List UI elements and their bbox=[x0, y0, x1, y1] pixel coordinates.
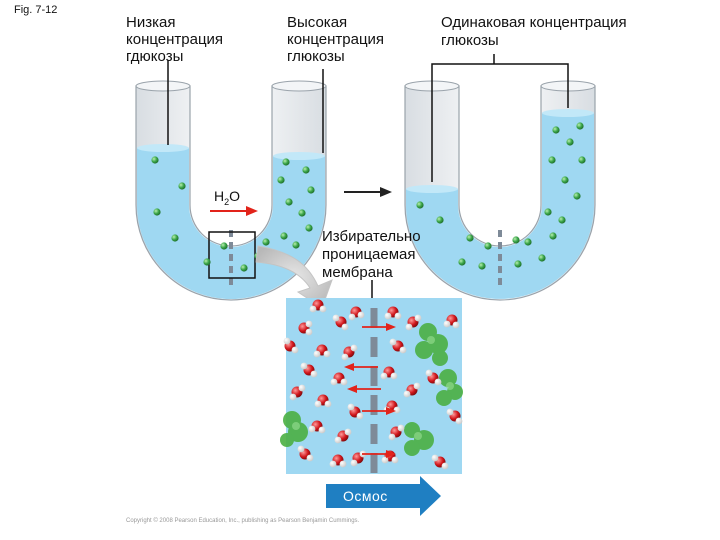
transition-arrow bbox=[344, 187, 392, 197]
water-label-subscript: 2 bbox=[224, 196, 230, 207]
label-equal-concentration: Одинаковая концентрация глюкозы bbox=[441, 14, 627, 49]
u-tube-after bbox=[404, 54, 596, 301]
figure-label: Fig. 7-12 bbox=[14, 4, 58, 16]
copyright-text: Copyright © 2008 Pearson Education, Inc.… bbox=[126, 518, 360, 524]
label-membrane: Избирательно проницаемая мембрана bbox=[322, 228, 421, 281]
glucose-molecules-right bbox=[416, 122, 586, 270]
equal-level-indicator bbox=[431, 63, 569, 182]
water-molecules bbox=[283, 299, 463, 470]
water-label-h: H bbox=[214, 188, 225, 204]
label-osmosis: Осмос bbox=[343, 488, 388, 504]
zoom-panel bbox=[280, 298, 463, 474]
water-flow-arrows bbox=[344, 323, 396, 458]
osmosis-arrow bbox=[326, 476, 441, 516]
water-label: H2O bbox=[214, 188, 240, 207]
water-label-o: O bbox=[229, 188, 241, 204]
label-low-concentration: Низкая концентрация гдюкозы bbox=[126, 14, 224, 65]
glucose-clusters bbox=[280, 323, 463, 456]
label-high-concentration: Высокая концентрация глюкозы bbox=[287, 14, 385, 65]
